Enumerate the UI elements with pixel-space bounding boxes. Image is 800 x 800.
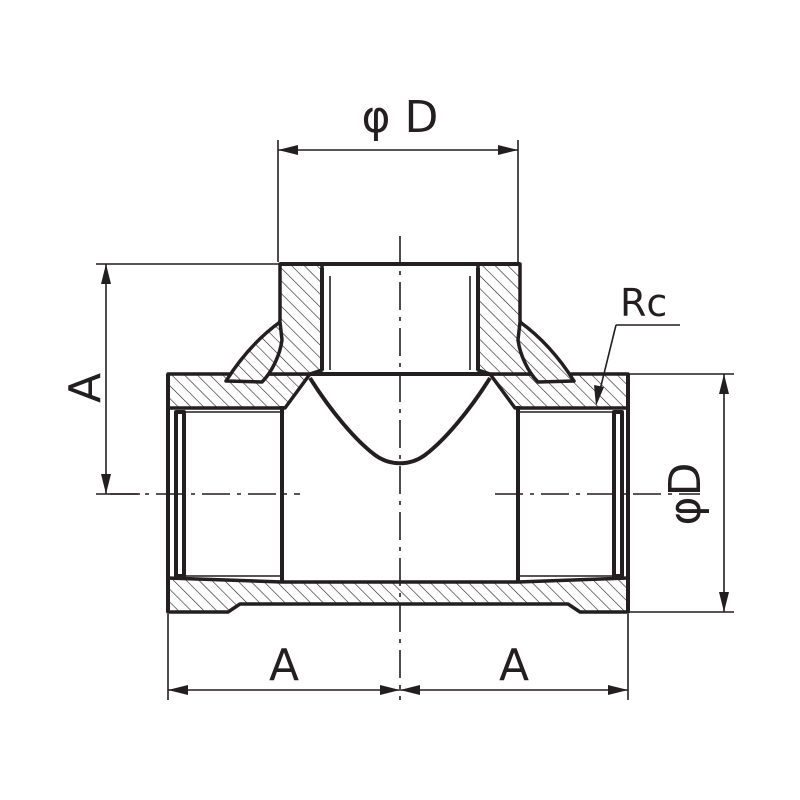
- dimension-label-a-bottom-right: A: [499, 640, 529, 691]
- dimension-bottom-a: A A: [167, 614, 629, 700]
- dimension-label-phi-d-top: φ D: [362, 92, 439, 143]
- section-walls: [166, 262, 630, 614]
- run-bottom-wall: [166, 576, 630, 614]
- dimension-right-diameter: φD: [628, 373, 734, 613]
- center-lines: [110, 236, 700, 700]
- fillet-left: [224, 320, 284, 384]
- body-outline: [166, 262, 630, 612]
- dimension-vertical-a: A: [60, 263, 282, 495]
- dimension-label-a-vertical: A: [60, 373, 111, 403]
- thread-callout: Rc: [594, 281, 680, 406]
- dimension-label-phi-d-right: φD: [660, 463, 711, 526]
- dimension-top-diameter: φ D: [277, 92, 519, 262]
- fillet-right: [516, 320, 576, 384]
- dimension-label-a-bottom-left: A: [269, 640, 299, 691]
- thread-label-rc: Rc: [620, 281, 667, 325]
